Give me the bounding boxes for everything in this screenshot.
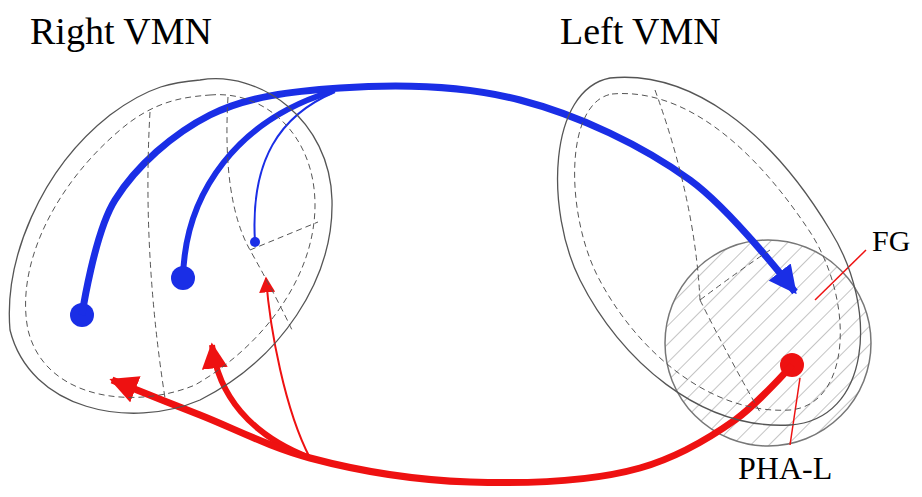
subdivision-line [227,97,292,330]
projection-arrow [112,365,792,483]
injection-site [665,240,871,446]
nucleus-region: Left VMN [545,8,880,428]
subdivision-line [575,94,841,411]
nucleus-outline [9,79,332,414]
projection-arrow [82,86,795,315]
subdivision-line [148,112,165,398]
tracer-dot [250,237,260,247]
blue-branch [254,92,335,242]
tracer-label: FG [872,224,910,259]
leader-line [790,378,800,445]
region-title: Left VMN [560,10,721,54]
nucleus-outline [545,8,880,428]
tracer-label: PHA-L [738,450,832,487]
subdivision-line [700,300,760,412]
leader-line [815,250,866,300]
nucleus-outline [558,77,861,425]
nucleus-region: Right VMN [0,8,340,420]
nucleus-outline [0,8,340,420]
subdivision-line [700,250,770,300]
subdivision-line [250,222,318,250]
subdivision-line [655,90,700,300]
subdivision-line [26,95,315,398]
tracer-dot [171,266,195,290]
region-title: Right VMN [30,10,212,54]
